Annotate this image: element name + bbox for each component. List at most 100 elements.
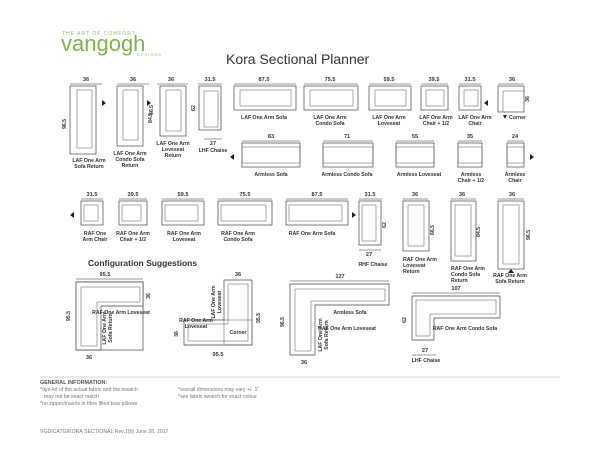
raf-loveseat-return: 36 66.5 RAF One Arm Loveseat Return bbox=[402, 192, 437, 275]
svg-text:LAF One Arm: LAF One Arm bbox=[313, 115, 347, 121]
armless-chair-half: 35 Armless Chair + 1/2 bbox=[457, 134, 484, 184]
svg-text:RAF One Arm Loveseat: RAF One Arm Loveseat bbox=[92, 310, 150, 316]
svg-text:Loveseat: Loveseat bbox=[173, 237, 196, 243]
svg-text:LHF Chaise: LHF Chaise bbox=[412, 358, 441, 364]
info-line: *see fabric swatch for exact colour bbox=[178, 394, 258, 400]
laf-one-arm-loveseat: 59.5 LAF One Arm Loveseat bbox=[368, 77, 412, 127]
svg-text:36: 36 bbox=[235, 272, 241, 278]
armless-loveseat: 55 Armless Loveseat bbox=[395, 134, 441, 178]
info-line: *no zipper/inserts in fibre filled toss … bbox=[40, 401, 138, 407]
svg-text:31.5: 31.5 bbox=[365, 192, 376, 198]
svg-text:31.5: 31.5 bbox=[205, 77, 216, 83]
svg-text:LAF One Arm: LAF One Arm bbox=[318, 318, 324, 352]
svg-text:127: 127 bbox=[335, 274, 344, 280]
info-line: *overall dimensions may vary +/- 1" bbox=[178, 387, 260, 393]
svg-text:39.5: 39.5 bbox=[429, 77, 440, 83]
svg-text:Loveseat: Loveseat bbox=[403, 263, 426, 269]
svg-text:36: 36 bbox=[130, 77, 136, 83]
armless-chair: 24 Armless Chair bbox=[505, 134, 526, 184]
svg-text:36: 36 bbox=[174, 331, 180, 337]
svg-text:Sofa Return: Sofa Return bbox=[108, 313, 114, 342]
svg-text:96.5: 96.5 bbox=[62, 119, 68, 129]
svg-text:36: 36 bbox=[83, 77, 89, 83]
svg-text:62: 62 bbox=[382, 222, 388, 228]
svg-text:66.5: 66.5 bbox=[149, 105, 155, 115]
laf-one-arm-chair-half: 39.5 LAF One Arm Chair + 1/2 bbox=[419, 77, 453, 127]
corner-piece: 36 36 Corner bbox=[497, 77, 531, 121]
svg-text:36: 36 bbox=[525, 96, 531, 102]
svg-text:Condo Sofa: Condo Sofa bbox=[115, 157, 144, 163]
svg-text:Chair + 1/2: Chair + 1/2 bbox=[423, 121, 449, 127]
svg-text:LAF One Arm: LAF One Arm bbox=[419, 115, 453, 121]
svg-text:Sofa Return: Sofa Return bbox=[324, 320, 330, 349]
brand-name: vangogh bbox=[61, 31, 145, 56]
brand-sub: DESIGNS bbox=[137, 52, 162, 57]
config-title: Configuration Suggestions bbox=[88, 258, 197, 268]
svg-text:31.5: 31.5 bbox=[465, 77, 476, 83]
raf-one-arm-loveseat: 59.5 RAF One Arm Loveseat bbox=[161, 192, 205, 243]
svg-text:66.5: 66.5 bbox=[430, 225, 436, 235]
svg-text:LAF One Arm: LAF One Arm bbox=[211, 285, 217, 319]
svg-text:RAF One Arm: RAF One Arm bbox=[493, 273, 527, 279]
svg-text:71: 71 bbox=[344, 134, 350, 140]
general-info: GENERAL INFORMATION: *dye-lot of the act… bbox=[40, 380, 138, 408]
svg-text:35: 35 bbox=[467, 134, 473, 140]
svg-text:Armless Condo Sofa: Armless Condo Sofa bbox=[321, 172, 372, 178]
svg-text:84.5: 84.5 bbox=[148, 113, 154, 123]
raf-one-arm-sofa: 87.5 RAF One Arm Sofa bbox=[285, 192, 356, 237]
svg-text:36: 36 bbox=[168, 77, 174, 83]
svg-text:Loveseat: Loveseat bbox=[378, 121, 401, 127]
svg-text:RAF One Arm Condo Sofa: RAF One Arm Condo Sofa bbox=[433, 326, 497, 332]
armless-condo-sofa: 71 Armless Condo Sofa bbox=[321, 134, 374, 178]
info-line: may not be exact match bbox=[44, 394, 100, 400]
svg-text:75.5: 75.5 bbox=[325, 77, 336, 83]
svg-text:RAF One Arm: RAF One Arm bbox=[179, 318, 213, 324]
svg-text:Chair + 1/2: Chair + 1/2 bbox=[458, 178, 484, 184]
svg-text:36: 36 bbox=[412, 192, 418, 198]
svg-text:LAF One Arm: LAF One Arm bbox=[113, 151, 147, 157]
svg-text:RAF One Arm: RAF One Arm bbox=[403, 257, 437, 263]
info-line: *dye-lot of the actual fabric and the sw… bbox=[40, 387, 138, 393]
svg-text:36: 36 bbox=[86, 355, 92, 361]
svg-text:Corner: Corner bbox=[229, 330, 246, 336]
svg-text:27: 27 bbox=[366, 252, 372, 258]
svg-text:Return: Return bbox=[451, 278, 468, 284]
brand-tagline: THE ART OF COMFORT bbox=[62, 31, 136, 37]
svg-text:36: 36 bbox=[509, 77, 515, 83]
svg-text:84.5: 84.5 bbox=[476, 227, 482, 237]
svg-text:RAF One Arm Loveseat: RAF One Arm Loveseat bbox=[318, 326, 376, 332]
svg-text:96.5: 96.5 bbox=[526, 230, 532, 240]
svg-text:87.5: 87.5 bbox=[259, 77, 270, 83]
svg-text:Armless: Armless bbox=[505, 172, 526, 178]
brand-logo: THE ART OF COMFORT vangogh DESIGNS bbox=[61, 31, 162, 57]
svg-text:24: 24 bbox=[512, 134, 519, 140]
svg-text:RAF One Arm Sofa: RAF One Arm Sofa bbox=[289, 231, 336, 237]
svg-text:Sofa Return: Sofa Return bbox=[495, 279, 524, 285]
laf-one-arm-sofa: 87.5 LAF One Arm Sofa bbox=[233, 77, 297, 121]
svg-text:31.5: 31.5 bbox=[87, 192, 98, 198]
laf-sofa-return: 36 96.5 LAF One Arm Sofa Return bbox=[62, 77, 106, 170]
svg-text:LAF One Arm: LAF One Arm bbox=[72, 158, 106, 164]
svg-text:95.5: 95.5 bbox=[256, 313, 262, 323]
svg-text:62: 62 bbox=[402, 317, 408, 323]
svg-text:Chair: Chair bbox=[508, 178, 521, 184]
svg-text:Loveseat: Loveseat bbox=[185, 324, 208, 330]
svg-text:Arm Chair: Arm Chair bbox=[82, 237, 107, 243]
svg-text:RAF One: RAF One bbox=[84, 231, 106, 237]
config-3: 127 Armless Sofa RAF One Arm Loveseat LA… bbox=[280, 274, 390, 366]
laf-loveseat-return: 36 66.5 LAF One Arm Loveseat Return bbox=[149, 77, 190, 159]
svg-text:LAF One Arm Sofa: LAF One Arm Sofa bbox=[241, 115, 287, 121]
svg-text:RAF One Arm: RAF One Arm bbox=[167, 231, 201, 237]
svg-text:Return: Return bbox=[165, 153, 182, 159]
footer: VGD/CATG/KORA SECTIONAL Rev.1(b) June 28… bbox=[40, 429, 169, 435]
svg-text:96.5: 96.5 bbox=[280, 317, 286, 327]
svg-text:Condo Sofa: Condo Sofa bbox=[315, 121, 344, 127]
svg-text:59.5: 59.5 bbox=[178, 192, 189, 198]
armless-sofa: 83 Armless Sofa bbox=[241, 134, 301, 178]
svg-text:Corner: Corner bbox=[509, 115, 526, 121]
svg-text:107: 107 bbox=[451, 286, 460, 292]
svg-text:Sofa Return: Sofa Return bbox=[74, 164, 103, 170]
svg-text:95.5: 95.5 bbox=[213, 352, 224, 358]
svg-text:LAF One Arm: LAF One Arm bbox=[372, 115, 406, 121]
